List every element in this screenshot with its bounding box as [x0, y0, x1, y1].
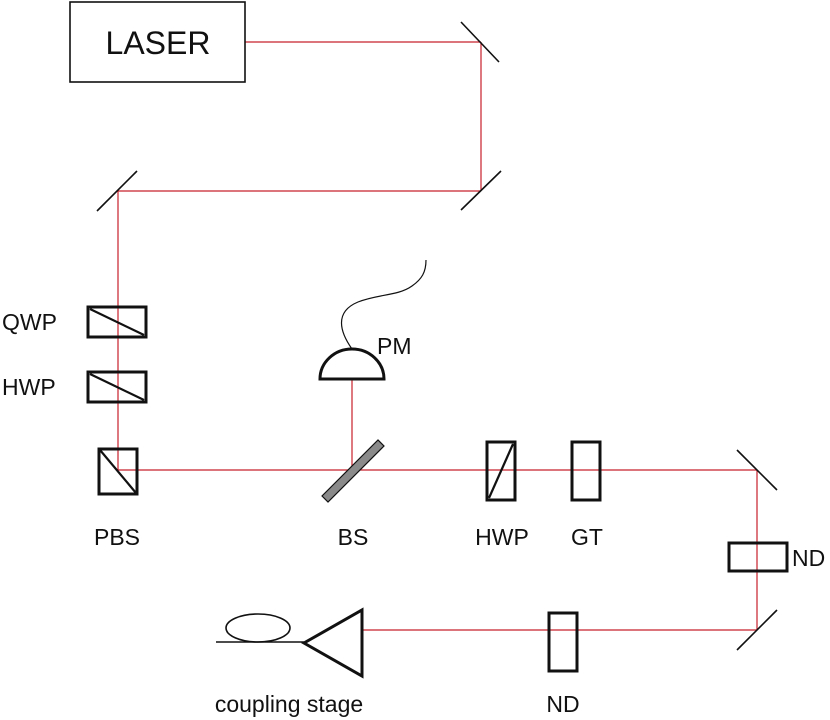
mirror-right-upper: [736, 449, 778, 491]
beam-path: [117, 41, 758, 631]
glan-thompson-polarizer: [570, 440, 602, 502]
half-wave-plate-right: [485, 440, 517, 502]
polarizing-beam-splitter: [97, 447, 139, 496]
laser-label: LASER: [106, 25, 211, 61]
nd-bottom-label: ND: [546, 691, 579, 717]
beam-splitter: [321, 439, 385, 503]
pm-label: PM: [377, 333, 412, 359]
laser-box: LASER: [69, 1, 246, 83]
hwp-left-label: HWP: [2, 374, 56, 400]
mirror-mid-right: [460, 170, 502, 211]
nd-filter-vertical: [727, 541, 789, 573]
coupling-stage-label: coupling stage: [215, 691, 363, 717]
pbs-label: PBS: [94, 524, 140, 550]
coupling-stage: [216, 607, 364, 679]
mirror-mid-left: [96, 170, 138, 212]
bs-label: BS: [338, 524, 369, 550]
mirror-right-lower: [736, 609, 778, 651]
hwp-right-label: HWP: [475, 524, 529, 550]
power-meter: [318, 259, 427, 381]
mirror-top-right: [460, 21, 500, 63]
qwp-label: QWP: [2, 309, 57, 335]
half-wave-plate-left: [86, 370, 148, 404]
gt-label: GT: [571, 524, 603, 550]
nd-vertical-label: ND: [792, 545, 825, 571]
quarter-wave-plate: [86, 305, 148, 339]
nd-filter-bottom: [547, 611, 579, 673]
